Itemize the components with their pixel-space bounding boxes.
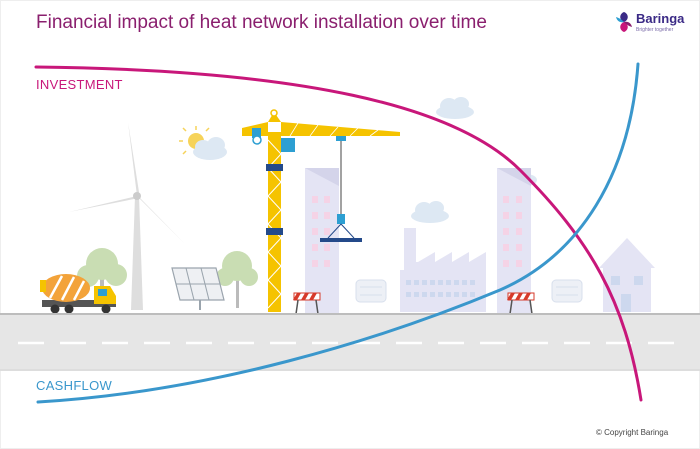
cement-truck-icon — [40, 274, 116, 314]
storage-unit — [551, 279, 583, 303]
cashflow-label: CASHFLOW — [36, 378, 113, 393]
cloud-icon — [193, 137, 227, 160]
tree-icon — [216, 251, 258, 308]
wind-turbine-icon — [69, 122, 185, 310]
copyright-notice: © Copyright Baringa — [596, 428, 669, 437]
storage-unit — [355, 279, 387, 303]
logo-wordmark: Baringa — [636, 11, 685, 26]
road-barrier-icon — [293, 292, 321, 315]
cloud-icon — [411, 201, 449, 223]
baringa-logo-icon — [616, 12, 632, 32]
logo-tagline: Brighter together — [636, 27, 674, 33]
road — [0, 313, 700, 371]
investment-label: INVESTMENT — [36, 77, 123, 92]
cashflow-curve — [36, 62, 640, 404]
solar-panel-icon — [171, 267, 225, 310]
road-barrier-icon — [507, 292, 535, 315]
company-logo: Baringa Brighter together — [614, 8, 698, 40]
investment-curve — [34, 65, 643, 402]
factory-icon — [400, 228, 486, 312]
page-title: Financial impact of heat network install… — [36, 12, 487, 33]
crane-icon — [242, 109, 400, 312]
house-icon — [599, 238, 655, 312]
cloud-icon — [436, 97, 474, 119]
